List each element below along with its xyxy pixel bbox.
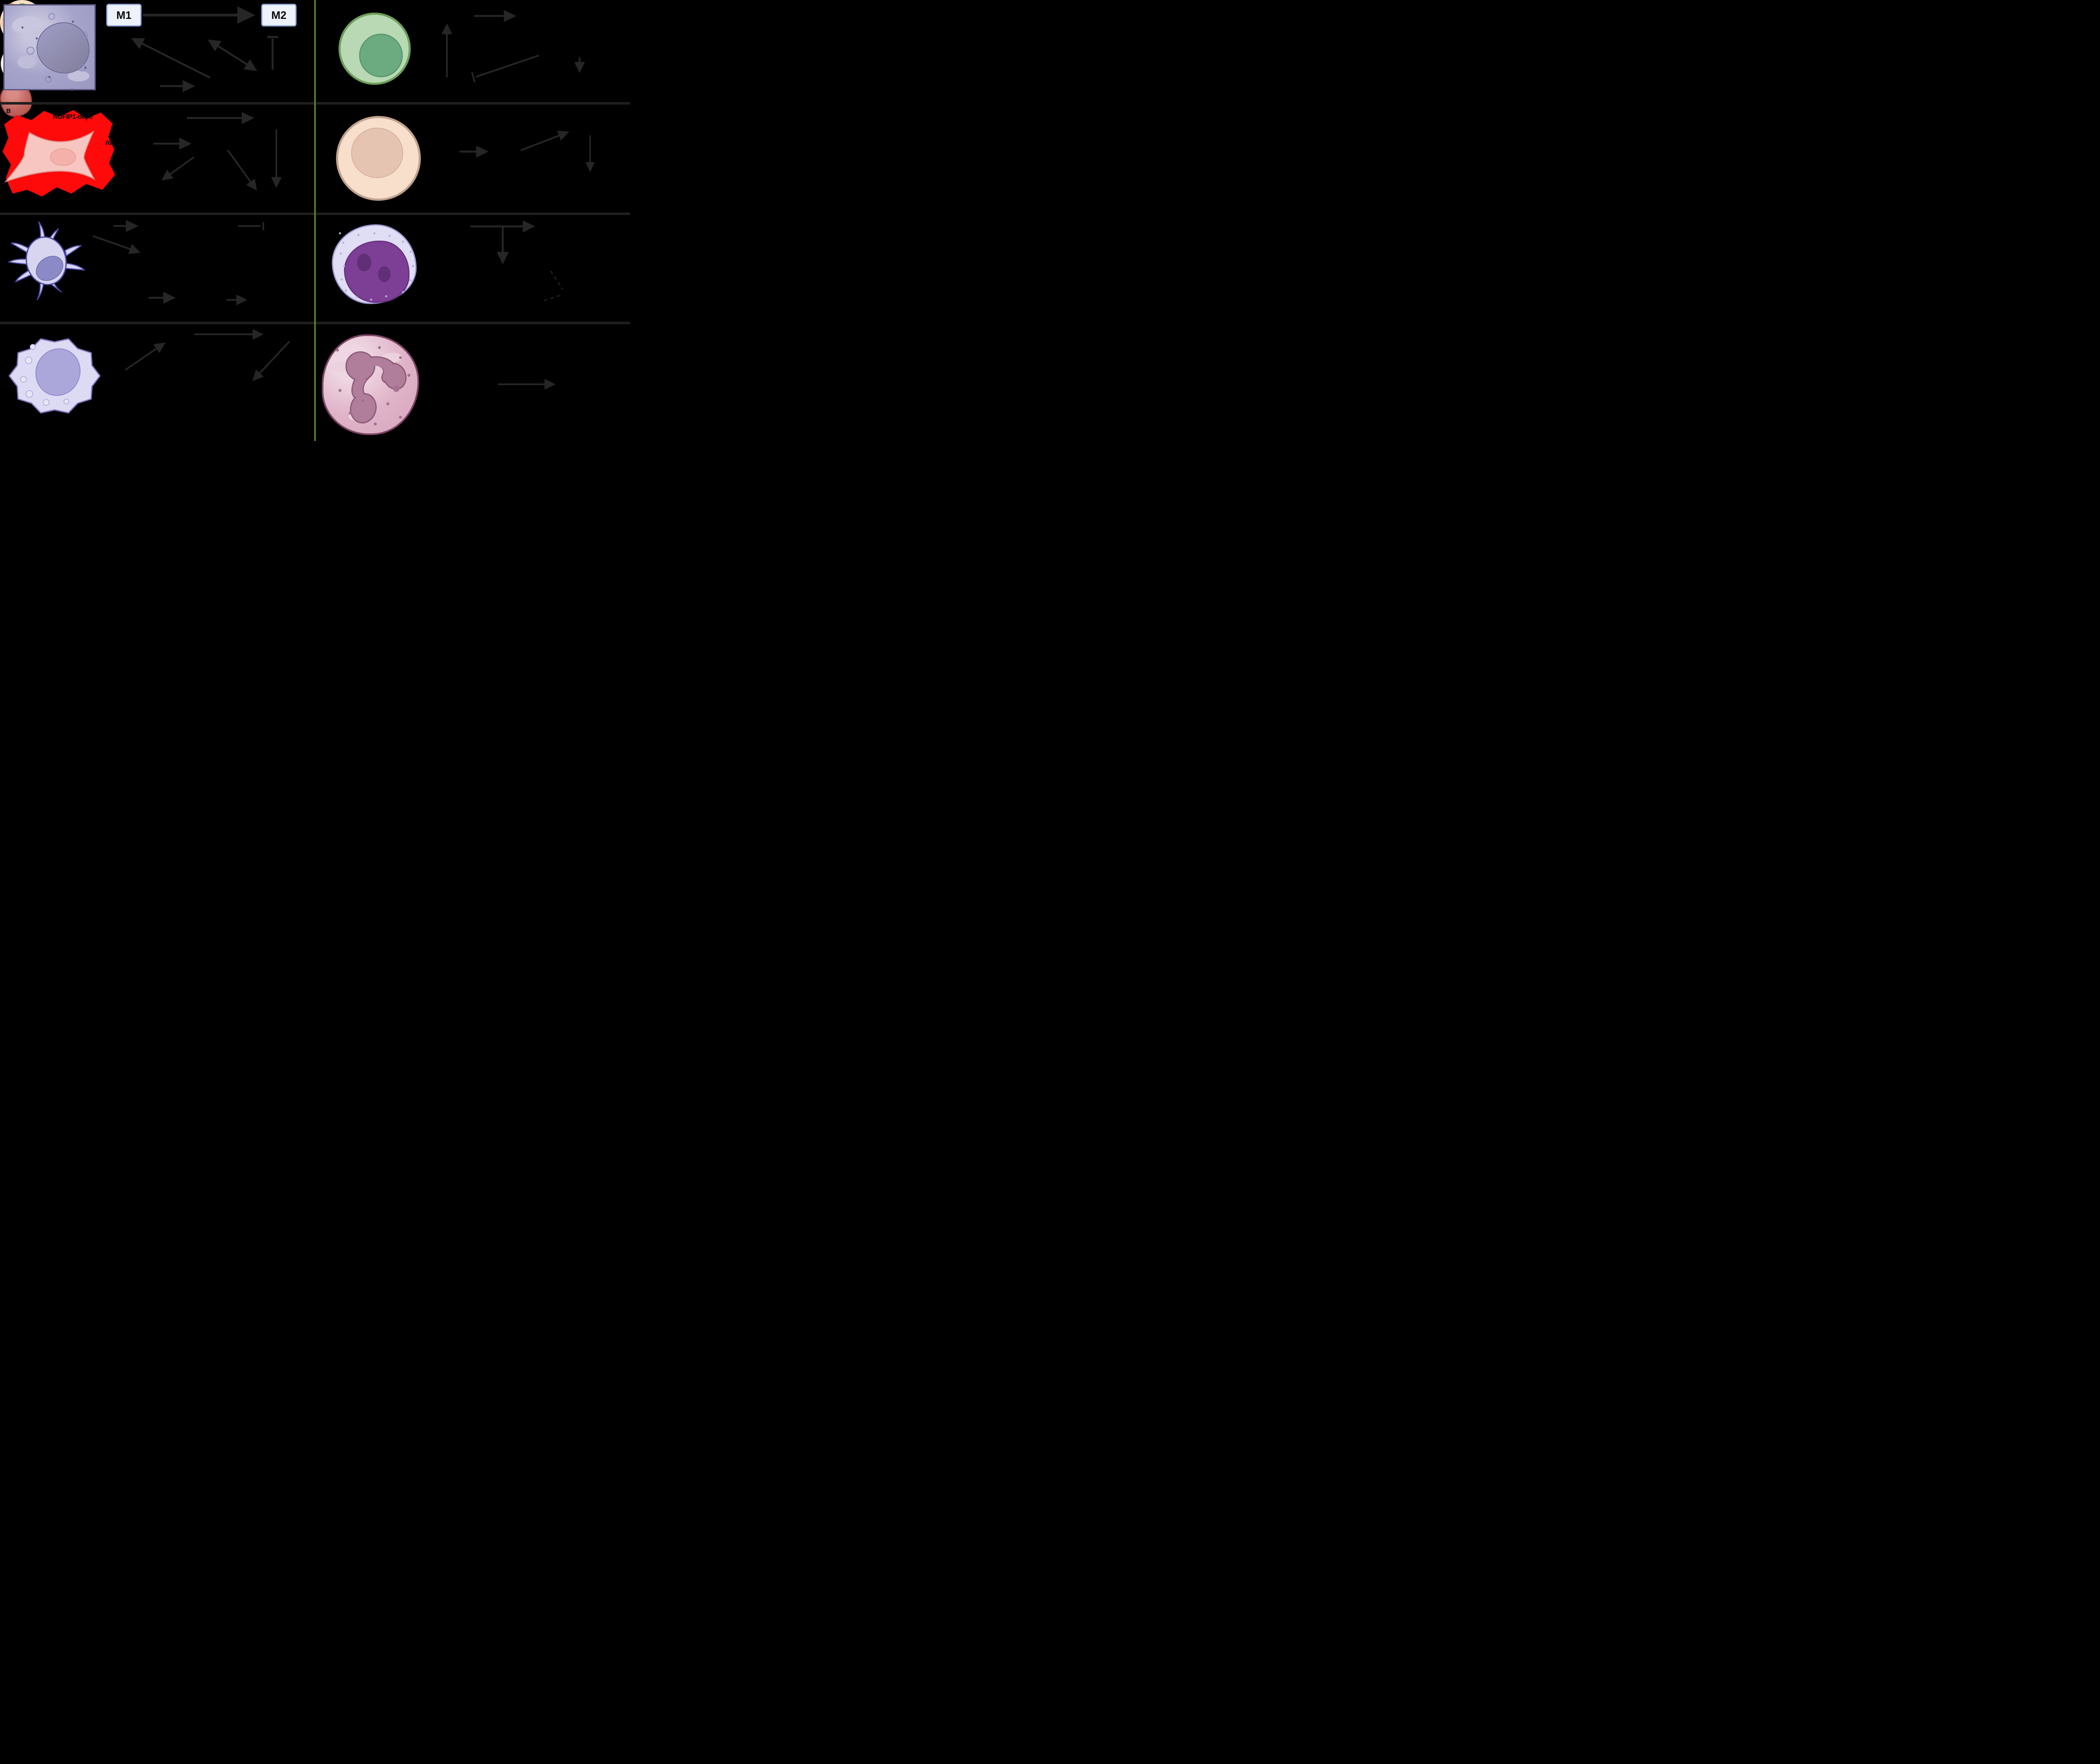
nucleus-dark-spot <box>378 266 391 282</box>
macrophage-vesicle <box>80 32 88 39</box>
green-cell-illustration <box>339 13 411 85</box>
arrow-upright-row4l <box>124 342 165 371</box>
m1-box-label: M1 <box>116 8 132 21</box>
macrophage-nucleus <box>37 22 89 74</box>
arrow-layer <box>92 6 595 390</box>
arrow-downleft-row4l <box>252 341 290 381</box>
arrow-diagonal-row3l <box>92 235 141 254</box>
dendritic-cell-nucleus <box>36 256 63 281</box>
dendrite-spike <box>15 269 33 283</box>
beige-cell-nucleus <box>351 128 403 178</box>
arrow-downright-row2l <box>227 149 257 191</box>
macrophage-body <box>3 4 96 90</box>
neutrophil-cell-illustration <box>322 334 419 435</box>
neutrophil-granule-dots <box>336 349 339 352</box>
spiky-lymphocyte-illustration <box>8 338 101 414</box>
arrow-upright-row2r <box>520 130 570 151</box>
dendritic-cell-illustration <box>8 221 85 300</box>
macrophage-vesicle <box>26 47 34 55</box>
label-fragment-b: B <box>6 108 11 115</box>
inhibition-bar-row1r <box>471 72 475 83</box>
lymphocyte-vesicle <box>25 357 32 364</box>
lymphocyte-vesicle <box>30 344 36 350</box>
lymphocyte-vesicle <box>63 399 69 404</box>
dashed-connector-lower <box>543 294 562 302</box>
m2-box: M2 <box>261 4 297 26</box>
plasma-cell-nucleus <box>344 241 410 303</box>
dendrite-spike <box>64 245 82 257</box>
plasma-cell-illustration <box>332 224 417 304</box>
beige-cell-illustration <box>336 116 421 201</box>
arrow-double-headed-diagonal <box>207 39 257 71</box>
label-fragment-p: P <box>110 181 115 188</box>
m1-box: M1 <box>106 4 142 26</box>
macrophage-light-patch <box>17 56 37 68</box>
fibroblast-cell-body <box>4 130 96 183</box>
dendrite-spike <box>10 242 30 254</box>
macrophage-vesicle <box>45 76 52 83</box>
inhibition-line-row1r <box>475 55 539 78</box>
label-fragment-nufip1: NUFIP1-depe <box>53 113 93 121</box>
plasma-cell-speckles <box>339 232 341 234</box>
fibroblast-highlight-illustration <box>3 110 115 197</box>
macrophage-vesicle <box>48 13 55 20</box>
label-fragment-ra: Ra <box>105 139 113 147</box>
green-cell-nucleus <box>359 34 403 77</box>
m2-box-label: M2 <box>271 8 287 21</box>
lymphocyte-vesicle <box>43 399 50 406</box>
arrow-diagonal-to-m1 <box>131 38 211 79</box>
column-divider <box>314 0 316 441</box>
dendrite-spike <box>37 281 45 300</box>
lymphocyte-nucleus <box>35 348 81 396</box>
dashed-connector-upper <box>550 270 564 290</box>
macrophage-vesicle <box>79 64 86 71</box>
pathway-figure: M1 M2 B NUFIP1-depe Ra P <box>0 0 630 441</box>
dendrite-spike <box>65 262 85 271</box>
arrow-downleft-row2l <box>161 156 195 181</box>
nucleus-dark-spot <box>357 254 371 271</box>
lymphocyte-vesicle <box>20 376 27 383</box>
dendrite-spike <box>8 258 28 265</box>
macrophage-light-patch <box>12 16 42 33</box>
fibroblast-nucleus <box>50 148 76 166</box>
neutrophil-nucleus <box>345 351 407 424</box>
macrophage-granule-dots <box>21 26 24 29</box>
lymphocyte-vesicle <box>26 390 33 398</box>
